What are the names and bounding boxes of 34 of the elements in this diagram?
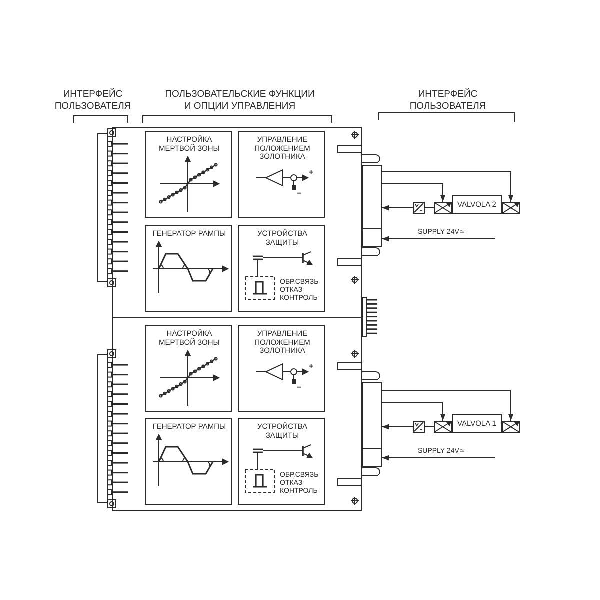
solenoid-icon [434,421,452,433]
function-panel [238,225,325,312]
arrow [382,455,496,461]
solenoid-icon [502,421,520,433]
transducer-icon [413,421,425,433]
function-panel [238,418,325,505]
section-heading: ИНТЕРФЕЙС ПОЛЬЗОВАТЕЛЯ [54,89,132,112]
arrow [382,402,446,422]
arrow [382,184,446,202]
connector-line [424,426,434,428]
function-panel [238,131,325,218]
function-panel [238,325,325,412]
arrow [382,205,414,211]
polarity-sign: − [297,383,303,392]
transducer-icon [413,202,425,214]
terminal-block [362,382,382,467]
function-panel [145,131,232,218]
function-panel [145,225,232,312]
polarity-sign: − [297,189,303,198]
circuit-card [112,127,362,318]
polarity-sign: + [309,362,315,372]
arrow [382,424,414,430]
solenoid-icon [434,202,452,214]
arrow [382,236,496,242]
section-heading: ПОЛЬЗОВАТЕЛЬСКИЕ ФУНКЦИИ И ОПЦИИ УПРАВЛЕНИЯ [164,89,316,112]
solenoid-icon [502,202,520,214]
arrow [382,172,514,202]
arrow [382,390,514,422]
circuit-card [112,318,362,511]
function-panel [145,325,232,412]
function-panel [145,418,232,505]
section-heading: ИНТЕРФЕЙС ПОЛЬЗОВАТЕЛЯ [409,89,487,112]
terminal-block [362,165,382,247]
polarity-sign: + [309,168,315,178]
